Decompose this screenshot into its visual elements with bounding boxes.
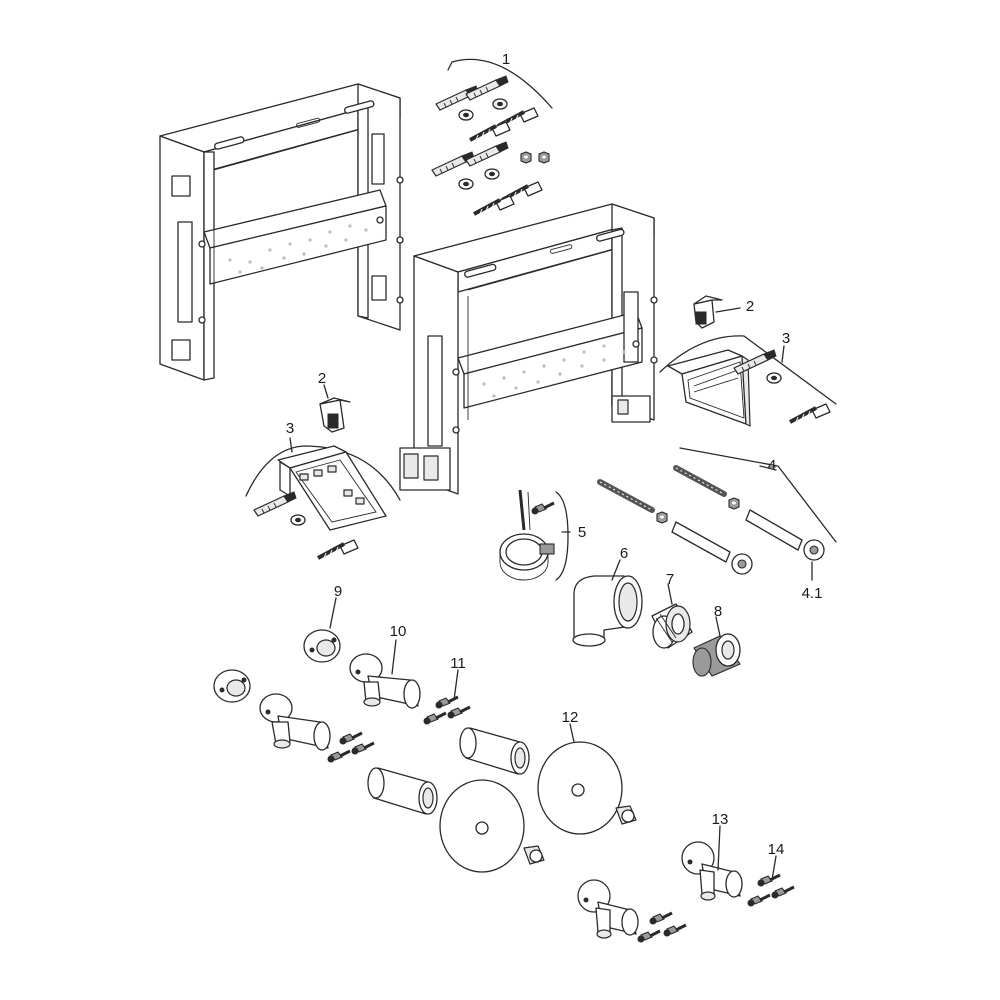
callout-9: 9 <box>334 583 342 600</box>
item-12-cover-rosette <box>537 741 637 835</box>
callout-3-left: 3 <box>286 420 294 437</box>
callout-1: 1 <box>502 51 510 68</box>
callout-6: 6 <box>620 545 628 562</box>
callout-12: 12 <box>562 709 579 726</box>
callout-13: 13 <box>712 811 729 828</box>
item-6-pipe-elbow <box>572 575 643 647</box>
callout-4-1: 4.1 <box>802 585 823 602</box>
item-11-screw-set <box>326 695 472 764</box>
wall-flange-left <box>213 669 251 703</box>
item-8-sleeve <box>692 633 741 677</box>
leader-lines <box>289 345 785 881</box>
item-13-wall-elbow-fitting <box>681 841 743 901</box>
item-9-wall-flange <box>303 629 341 663</box>
pipe-sleeve-lower <box>367 767 438 815</box>
item-2-clip-left <box>319 397 351 433</box>
item-2-clip-right <box>693 295 741 329</box>
callout-3-right: 3 <box>782 330 790 347</box>
callout-2-right: 2 <box>746 298 754 315</box>
item-5-pipe-clamp <box>499 489 569 581</box>
callout-10: 10 <box>390 623 407 640</box>
callout-14: 14 <box>768 841 785 858</box>
callout-2-left: 2 <box>318 370 326 387</box>
item-4-threaded-rod-set <box>597 447 837 581</box>
item-3-wall-bracket-right <box>659 335 837 427</box>
item-7-threaded-reducer <box>651 603 693 649</box>
pipe-sleeve-upper <box>459 727 530 775</box>
item-10-wall-elbow-fitting <box>349 653 421 709</box>
callout-7: 7 <box>666 571 674 588</box>
callout-4: 4 <box>768 457 776 474</box>
wall-elbow-fitting-bottom <box>577 879 639 939</box>
item-1-fastener-set <box>431 58 553 216</box>
installation-frame-right <box>399 203 658 495</box>
callout-8: 8 <box>714 603 722 620</box>
installation-frame-left <box>159 83 404 381</box>
callout-11: 11 <box>450 655 466 672</box>
item-3-wall-bracket-left <box>245 445 401 560</box>
callout-labels: 1 2 2 3 3 4 4.1 5 6 7 8 9 10 11 12 13 14 <box>286 51 823 858</box>
cover-rosette-lower <box>439 779 545 873</box>
callout-5: 5 <box>578 524 586 541</box>
wall-elbow-fitting-left <box>259 693 331 751</box>
